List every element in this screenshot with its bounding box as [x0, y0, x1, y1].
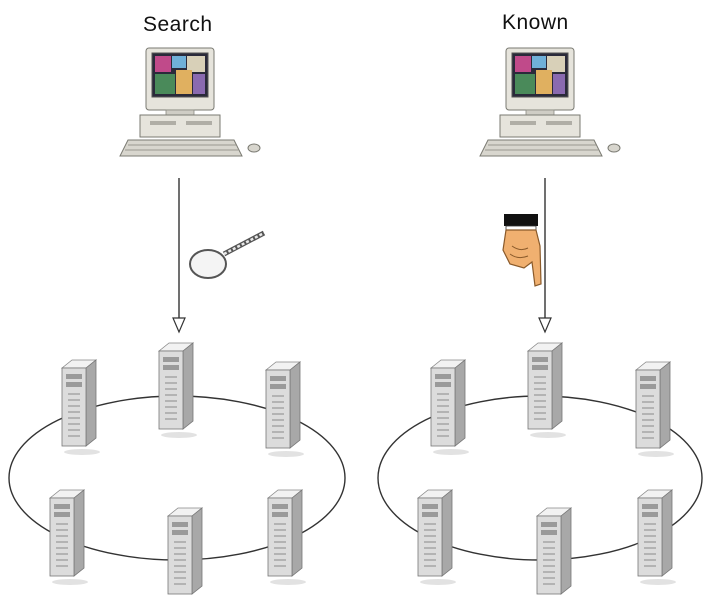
known-server-icon — [417, 489, 457, 586]
magnifying-glass-icon — [189, 230, 266, 279]
known-arrowhead — [538, 317, 552, 334]
known-label: Known — [502, 11, 569, 34]
search-panel — [8, 47, 346, 597]
known-panel — [377, 47, 703, 597]
search-server-icon — [61, 359, 101, 456]
known-computer-icon — [479, 47, 621, 157]
search-arrowhead — [172, 317, 186, 334]
known-server-icon — [536, 507, 576, 597]
search-server-icon — [158, 342, 198, 439]
known-server-icon — [637, 489, 677, 586]
search-computer-icon — [119, 47, 261, 157]
search-server-icon — [265, 361, 305, 458]
known-server-icon — [635, 361, 675, 458]
pointing-hand-icon — [502, 214, 542, 287]
search-server-icon — [267, 489, 307, 586]
search-server-icon — [167, 507, 207, 597]
known-server-icon — [430, 359, 470, 456]
search-label: Search — [143, 13, 213, 36]
search-server-icon — [49, 489, 89, 586]
known-server-icon — [527, 342, 567, 439]
